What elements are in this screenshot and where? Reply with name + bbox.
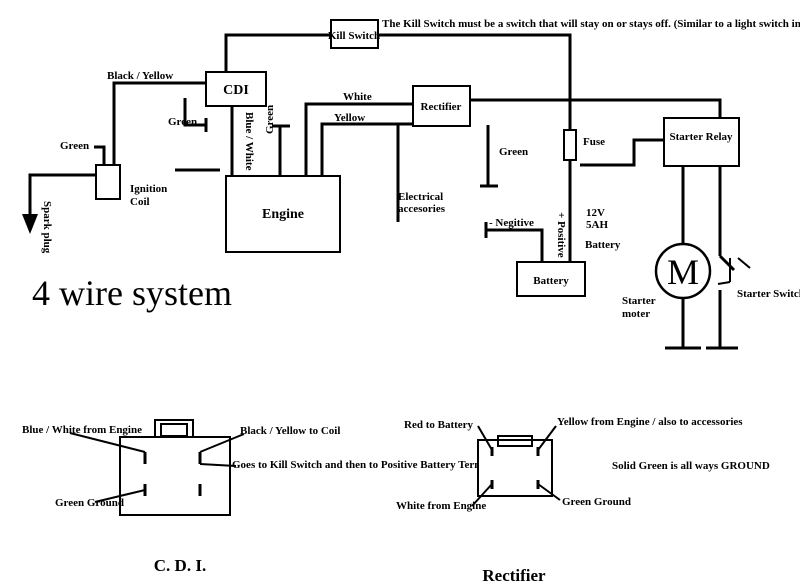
- kill-switch-note: The Kill Switch must be a switch that wi…: [382, 18, 800, 30]
- cdi-connector-body: [119, 436, 231, 516]
- rect-lead-3: [471, 483, 493, 507]
- rect-yellow-label: Yellow from Engine / also to accessories: [557, 416, 743, 428]
- negative-label: - Negitive: [489, 217, 534, 229]
- rectifier-connector: Red to Battery Yellow from Engine / also…: [396, 416, 743, 585]
- ignition-coil-label-1: Ignition: [130, 183, 167, 195]
- starter-motor-circle: [654, 242, 712, 300]
- kill-switch-box: [330, 19, 379, 49]
- rect-green-label: Green: [499, 146, 528, 158]
- battery-spec-2: 5AH: [586, 219, 608, 231]
- black-yellow-wire: [112, 81, 206, 165]
- rect-connector-tab: [497, 435, 533, 447]
- spark-plug-wire: [28, 173, 96, 220]
- cdi-connector-tab-inner: [160, 423, 188, 437]
- battery-title: Battery: [533, 275, 569, 287]
- rect-lead-1: [477, 425, 493, 451]
- cdi-kill-wire: [224, 33, 331, 72]
- battery-spec-1: 12V: [586, 207, 605, 219]
- battery-label: Battery: [585, 239, 621, 251]
- system-title: 4 wire system: [32, 273, 232, 313]
- starter-motor-label-2: moter: [622, 308, 650, 320]
- rectifier-title: Rectifier: [421, 101, 462, 113]
- blue-white-label: Blue / White: [243, 112, 255, 171]
- starter-relay-box: [663, 117, 740, 167]
- fuse-box: [563, 129, 577, 161]
- ground-note: Solid Green is all ways GROUND: [612, 460, 770, 472]
- fuse-relay-wire: [580, 138, 664, 167]
- cdi-green-label: Green: [168, 116, 197, 128]
- white-label: White: [343, 91, 372, 103]
- battery-box: [516, 261, 586, 297]
- cdi-lead-2: [199, 433, 245, 453]
- cdi-connector: Blue / White from Engine Black / Yellow …: [22, 419, 501, 575]
- rect-red-label: Red to Battery: [404, 419, 474, 431]
- yellow-label: Yellow: [334, 112, 365, 124]
- coil-green-wire: [94, 145, 106, 165]
- rect-connector-title: Rectifier: [482, 566, 546, 585]
- starter-motor-label-1: Starter: [622, 295, 656, 307]
- black-yellow-label: Black / Yellow: [107, 70, 173, 82]
- engine-title: Engine: [262, 207, 304, 222]
- white-wire: [304, 102, 413, 176]
- kill-switch-label: Kill Switch: [328, 30, 380, 42]
- switch-contact-3: [717, 281, 731, 285]
- yellow-wire: [320, 122, 413, 176]
- rectifier-box: [412, 85, 471, 127]
- electrical-label-2: accesories: [398, 203, 446, 215]
- cdi-green-ground-label: Green Ground: [55, 497, 124, 509]
- starter-switch-label: Starter Switch: [737, 288, 800, 300]
- engine-green-label: Green: [264, 105, 276, 134]
- coil-green-label: Green: [60, 140, 89, 152]
- rect-green-ground-label: Green Ground: [562, 496, 631, 508]
- cdi-lead-3: [199, 463, 237, 467]
- rect-lead-2: [537, 425, 557, 451]
- wires: [22, 33, 751, 350]
- spark-plug-label: Spark plug: [41, 201, 53, 254]
- engine-box: [225, 175, 341, 253]
- ignition-coil-box: [95, 164, 121, 200]
- rail-relay-wire: [570, 98, 722, 118]
- cdi-lead-1: [69, 432, 146, 453]
- cdi-kill-label: Goes to Kill Switch and then to Positive…: [232, 459, 501, 471]
- battery-negative-wire: [487, 228, 544, 262]
- rect-white-label: White from Engine: [396, 500, 486, 512]
- cdi-box: [205, 71, 267, 107]
- switch-blade: [718, 254, 736, 272]
- cdi-green-wire: [183, 98, 206, 127]
- cdi-black-yellow-label: Black / Yellow to Coil: [240, 425, 340, 437]
- spark-plug-arrow: [22, 214, 38, 234]
- positive-label: + Positive: [555, 212, 567, 258]
- ignition-coil-label-2: Coil: [130, 196, 150, 208]
- fuse-label: Fuse: [583, 136, 605, 148]
- motor-symbol: M: [667, 252, 699, 292]
- kill-positive-wire: [378, 33, 572, 130]
- cdi-connector-title: C. D. I.: [154, 556, 206, 575]
- switch-contact-2: [737, 257, 751, 269]
- starter-relay-title: Starter Relay: [669, 131, 733, 143]
- cdi-lead-4: [94, 489, 146, 503]
- rect-lead-4: [537, 483, 561, 501]
- electrical-label-1: Electrical: [398, 191, 443, 203]
- cdi-title: CDI: [223, 83, 249, 98]
- cdi-blue-white-label: Blue / White from Engine: [22, 424, 142, 436]
